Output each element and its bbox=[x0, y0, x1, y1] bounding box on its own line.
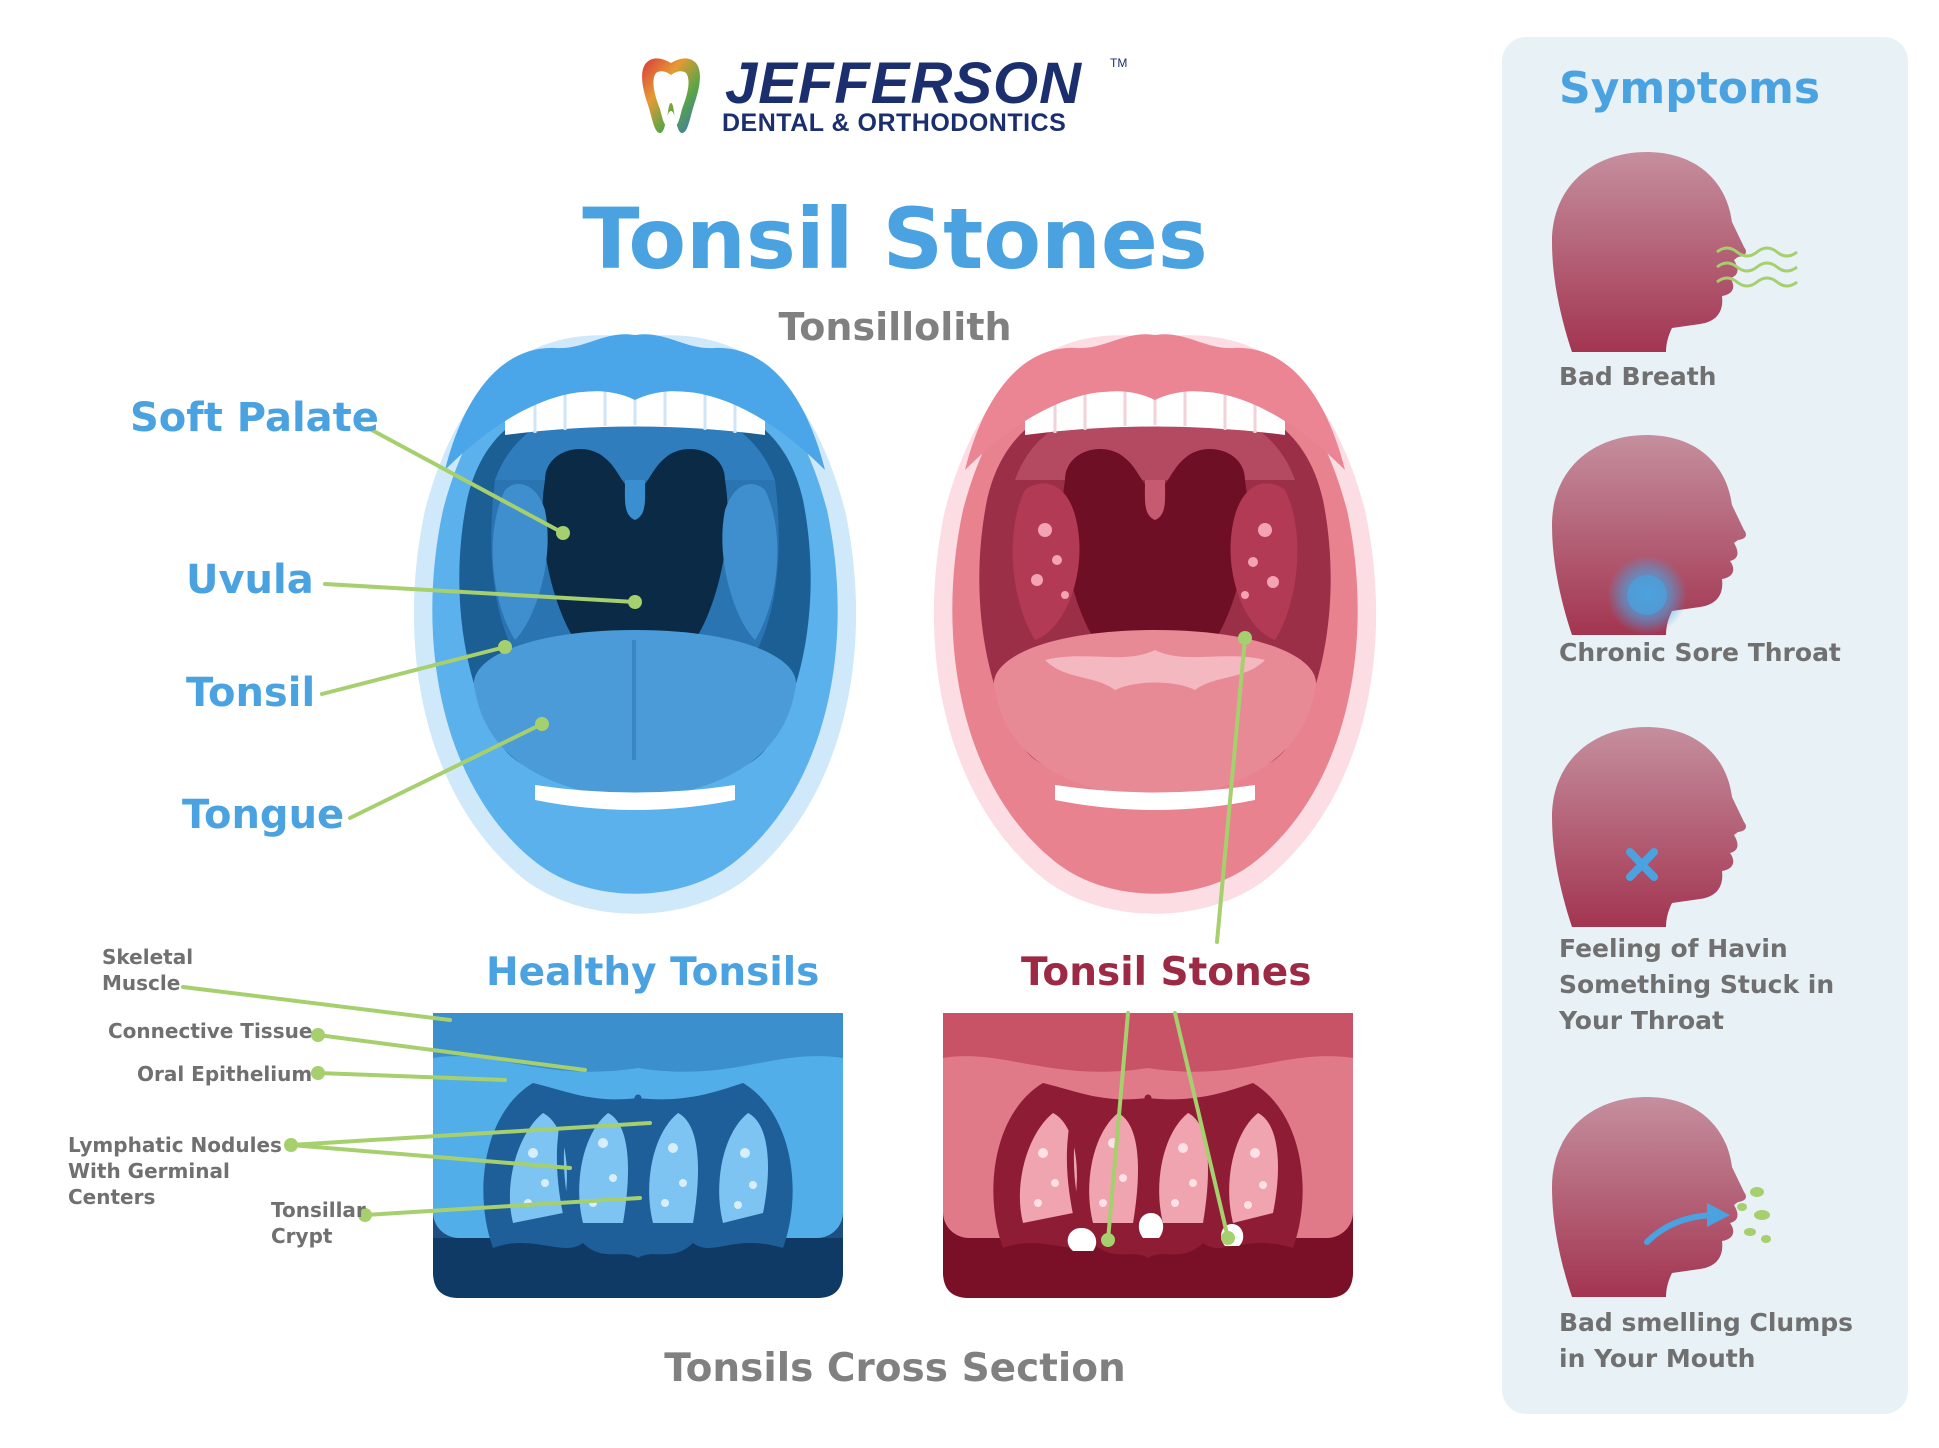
brand-subtitle: DENTAL & ORTHODONTICS bbox=[722, 109, 1067, 137]
label-tonsil: Tonsil bbox=[186, 670, 316, 716]
sore-throat-icon bbox=[1552, 435, 1746, 635]
tonsil-stones-cross-section bbox=[943, 1013, 1353, 1298]
page-subtitle: Tonsillolith bbox=[778, 305, 1012, 349]
healthy-tonsils-title: Healthy Tonsils bbox=[486, 950, 820, 995]
brand-logo: JEFFERSON TM DENTAL & ORTHODONTICS bbox=[640, 50, 1160, 150]
label-uvula: Uvula bbox=[186, 557, 314, 603]
label-skeletal-muscle: Skeletal Muscle bbox=[102, 945, 194, 995]
label-oral-epithelium: Oral Epithelium bbox=[137, 1062, 313, 1086]
symptom-bad-breath: Bad Breath bbox=[1559, 362, 1717, 391]
page-title: Tonsil Stones bbox=[582, 190, 1208, 288]
bad-breath-icon bbox=[1552, 152, 1798, 352]
clumps-icon bbox=[1552, 1097, 1771, 1297]
cross-section-caption: Tonsils Cross Section bbox=[664, 1346, 1126, 1391]
symptom-bad-smelling-clumps: Bad smelling Clumps in Your Mouth bbox=[1559, 1308, 1854, 1373]
tonsil-stones-title: Tonsil Stones bbox=[1021, 950, 1312, 995]
symptom-something-stuck: Feeling of Havin Something Stuck in Your… bbox=[1559, 934, 1835, 1035]
healthy-mouth-illustration bbox=[413, 334, 857, 914]
tonsil-stones-mouth-illustration bbox=[933, 334, 1377, 914]
label-connective-tissue: Connective Tissue bbox=[108, 1019, 313, 1043]
label-soft-palate: Soft Palate bbox=[130, 395, 379, 441]
brand-name: JEFFERSON bbox=[725, 51, 1083, 116]
label-tonsillar-crypt: Tonsillar Crypt bbox=[271, 1198, 366, 1248]
label-tongue: Tongue bbox=[182, 792, 345, 838]
diagram-leader-lines bbox=[181, 426, 1252, 1247]
tonsil-stone-deposits bbox=[1067, 1213, 1244, 1251]
tooth-logo-icon bbox=[642, 58, 700, 134]
symptoms-title: Symptoms bbox=[1559, 63, 1821, 114]
label-lymphatic-nodules: Lymphatic Nodules With Germinal Centers bbox=[68, 1133, 282, 1209]
symptom-chronic-sore-throat: Chronic Sore Throat bbox=[1559, 638, 1841, 667]
stuck-throat-icon bbox=[1552, 727, 1746, 927]
symptoms-panel: Symptoms Bad Breath Chronic Sore Throat … bbox=[1502, 37, 1908, 1414]
trademark-mark: TM bbox=[1110, 56, 1128, 70]
